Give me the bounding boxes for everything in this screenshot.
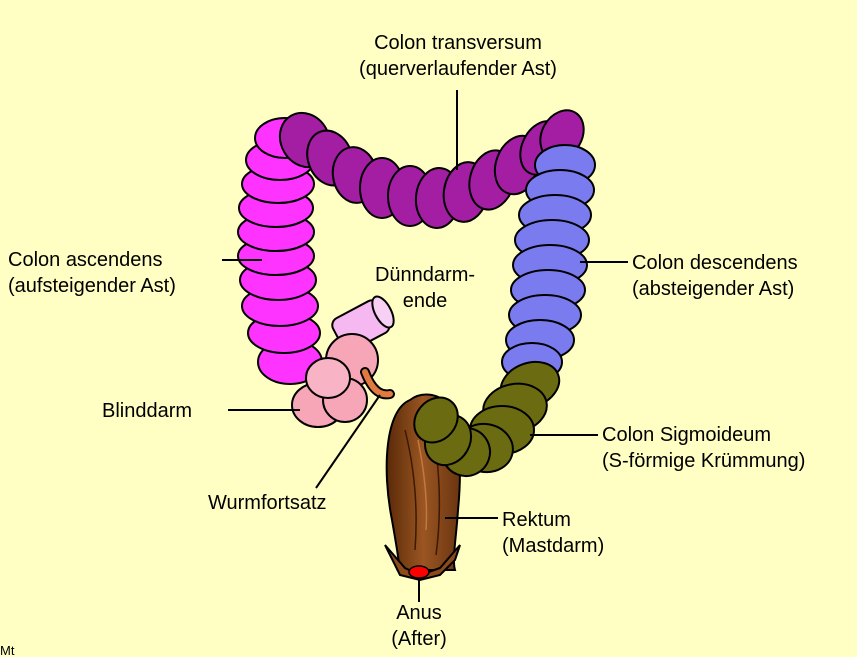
- label-colon-descendens: Colon descendens (absteigender Ast): [632, 250, 798, 302]
- label-duenndarm-ende: Dünndarm- ende: [360, 262, 490, 314]
- label-anus: Anus (After): [360, 600, 478, 652]
- label-colon-ascendens: Colon ascendens (aufsteigender Ast): [8, 247, 176, 299]
- anus: [409, 566, 429, 578]
- corner-mark: Mt: [0, 643, 14, 658]
- label-wurmfortsatz: Wurmfortsatz: [208, 490, 327, 516]
- label-rektum: Rektum (Mastdarm): [502, 507, 604, 559]
- label-colon-sigmoideum: Colon Sigmoideum (S-förmige Krümmung): [602, 422, 805, 474]
- label-blinddarm: Blinddarm: [102, 398, 192, 424]
- label-colon-transversum: Colon transversum (querverlaufender Ast): [318, 30, 598, 82]
